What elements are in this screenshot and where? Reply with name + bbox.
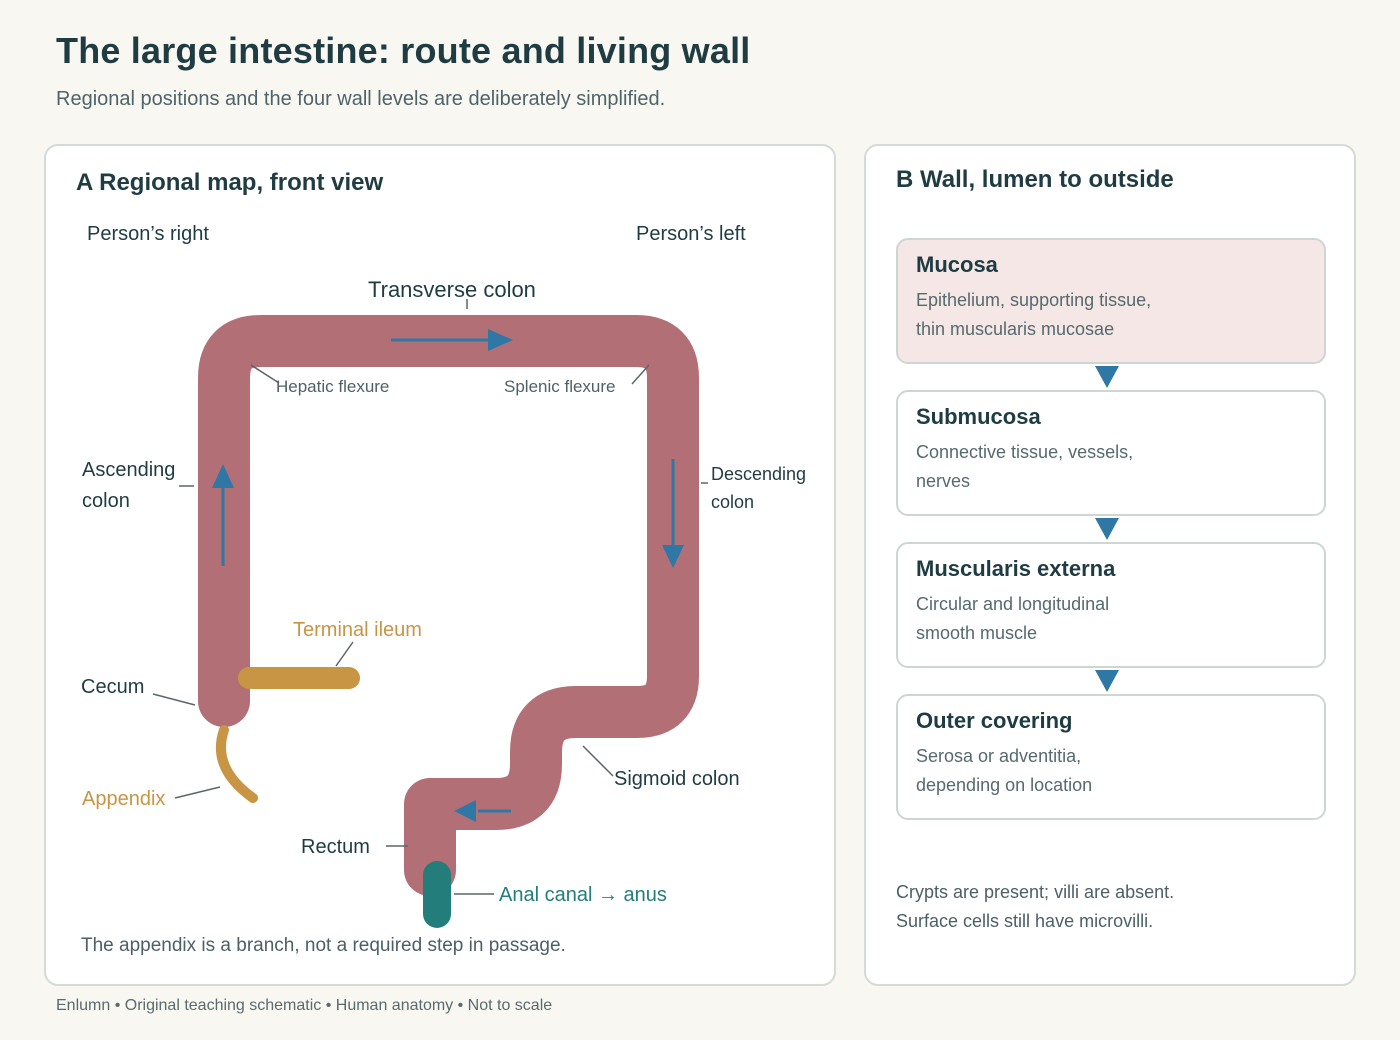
- down-arrow-icon: [1095, 518, 1119, 540]
- orientation-right-label: Person’s right: [87, 223, 209, 245]
- layer-description: Circular and longitudinal smooth muscle: [916, 590, 1216, 648]
- flow-arrow-up: [212, 464, 234, 566]
- flow-arrow-down: [662, 459, 684, 568]
- crypts-note-line-2: Surface cells still have microvilli.: [896, 911, 1154, 931]
- layer-description: Epithelium, supporting tissue, thin musc…: [916, 286, 1216, 344]
- splenic-leader: [631, 364, 650, 385]
- descending-colon-label-2: colon: [711, 492, 754, 512]
- layer-description: Connective tissue, vessels, nerves: [916, 438, 1216, 496]
- appendix-note: The appendix is a branch, not a required…: [81, 935, 566, 956]
- rectum-label: Rectum: [301, 836, 370, 858]
- layer-submucosa: Submucosa Connective tissue, vessels, ne…: [896, 390, 1326, 516]
- appendix-tube: [216, 725, 258, 803]
- leader-lines: [152, 299, 708, 895]
- layer-description-line-2: nerves: [916, 471, 971, 491]
- regional-map-panel: A Regional map, front view Person’s righ…: [44, 144, 836, 986]
- transverse-colon-label: Transverse colon: [368, 277, 536, 302]
- layer-muscularis-externa: Muscularis externa Circular and longitud…: [896, 542, 1326, 668]
- layer-name: Submucosa: [916, 404, 1041, 429]
- ascending-colon-label-2: colon: [82, 490, 130, 512]
- cecum-label: Cecum: [81, 676, 144, 698]
- down-arrow-icon: [1095, 670, 1119, 692]
- layer-description-line-2: smooth muscle: [916, 623, 1038, 643]
- layer-description-line-1: Serosa or adventitia,: [916, 746, 1082, 766]
- layer-description: Serosa or adventitia, depending on locat…: [916, 742, 1216, 800]
- flow-arrow-left: [454, 800, 511, 822]
- layer-name: Mucosa: [916, 252, 998, 277]
- hepatic-leader: [250, 364, 280, 384]
- sigmoid-leader: [582, 745, 614, 777]
- ascending-colon-label-1: Ascending: [82, 459, 175, 481]
- page-subtitle: Regional positions and the four wall lev…: [56, 88, 666, 110]
- layer-description-line-2: depending on location: [916, 775, 1093, 795]
- panel-a-title: A Regional map, front view: [76, 169, 383, 196]
- layer-name: Outer covering: [916, 708, 1073, 733]
- down-arrow-icon: [1095, 366, 1119, 388]
- colon-diagram: A Regional map, front view Person’s righ…: [76, 169, 806, 956]
- splenic-flexure-label: Splenic flexure: [504, 377, 616, 396]
- layer-description-line-1: Epithelium, supporting tissue,: [916, 290, 1152, 310]
- layer-description-line-1: Connective tissue, vessels,: [916, 442, 1134, 462]
- flow-arrow-right: [391, 329, 513, 351]
- orientation-left-label: Person’s left: [636, 223, 746, 245]
- ileum-leader: [335, 641, 354, 667]
- colon-tube: [198, 315, 699, 896]
- layer-description-line-2: thin muscularis mucosae: [916, 319, 1115, 339]
- appendix-leader: [174, 786, 221, 799]
- descending-colon-label-1: Descending: [711, 464, 806, 484]
- wall-layers-panel: B Wall, lumen to outside Mucosa Epitheli…: [864, 144, 1356, 986]
- hepatic-flexure-label: Hepatic flexure: [276, 377, 389, 396]
- cecum-leader: [152, 693, 196, 706]
- appendix-label: Appendix: [82, 788, 165, 810]
- layer-mucosa: Mucosa Epithelium, supporting tissue, th…: [896, 238, 1326, 364]
- layer-outer-covering: Outer covering Serosa or adventitia, dep…: [896, 694, 1326, 820]
- crypts-note-line-1: Crypts are present; villi are absent.: [896, 882, 1175, 902]
- anal-canal-label: Anal canal → anus: [499, 884, 667, 906]
- layer-name: Muscularis externa: [916, 556, 1116, 581]
- layer-description-line-1: Circular and longitudinal: [916, 594, 1110, 614]
- crypts-note: Crypts are present; villi are absent. Su…: [896, 878, 1316, 936]
- page-title: The large intestine: route and living wa…: [56, 30, 751, 71]
- footer-credit: Enlumn • Original teaching schematic • H…: [56, 997, 553, 1014]
- sigmoid-colon-label: Sigmoid colon: [614, 768, 740, 790]
- panel-b-title: B Wall, lumen to outside: [896, 166, 1174, 193]
- terminal-ileum-label: Terminal ileum: [293, 619, 422, 641]
